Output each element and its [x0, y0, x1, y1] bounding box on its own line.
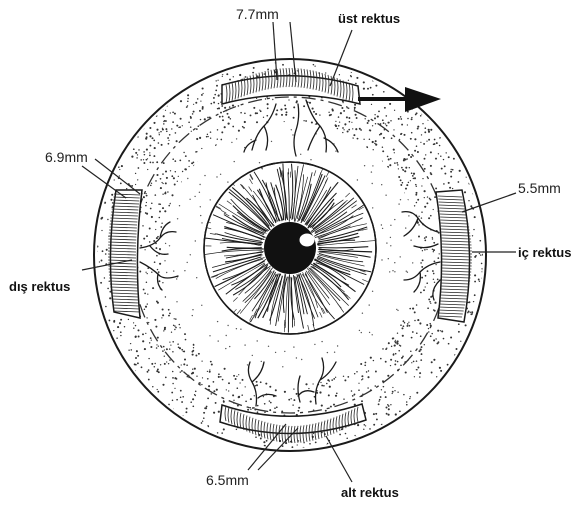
lateral-rectus-muscle [108, 190, 142, 318]
lateral-measure-label: 6.9mm [45, 149, 88, 165]
pupil-highlight [300, 234, 315, 247]
pupil [264, 222, 316, 274]
medial-measure-label: 5.5mm [518, 180, 561, 196]
inferior-muscle-label: alt rektus [341, 485, 399, 500]
medial-muscle-label: iç rektus [518, 245, 571, 260]
superior-measure-label: 7.7mm [236, 6, 279, 22]
direction-arrow-head [405, 87, 441, 112]
lateral-muscle-label: dış rektus [9, 279, 70, 294]
inferior-measure-label: 6.5mm [206, 472, 249, 488]
superior-muscle-label: üst rektus [338, 11, 400, 26]
